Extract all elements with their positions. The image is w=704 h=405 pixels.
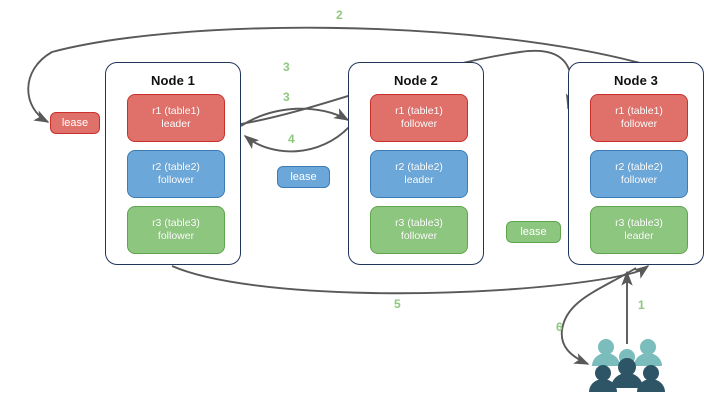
replica-name: r2 (table2)	[152, 161, 200, 173]
replica-role: follower	[400, 118, 438, 130]
replica-role: follower	[620, 174, 658, 186]
replica-name: r3 (table3)	[395, 217, 443, 229]
replica-name: r3 (table3)	[152, 217, 200, 229]
step-label-3b: 3	[283, 90, 290, 104]
replica-role: leader	[624, 230, 654, 242]
replica-role: leader	[404, 174, 434, 186]
replica-role: follower	[157, 230, 195, 242]
step-label-4: 4	[288, 132, 295, 146]
node-panel-node1[interactable]: Node 1 r1 (table1) leader r2 (table2) fo…	[105, 62, 241, 265]
replica-node2-r1[interactable]: r1 (table1) follower	[370, 94, 468, 142]
replica-name: r2 (table2)	[395, 161, 443, 173]
replica-node1-r2[interactable]: r2 (table2) follower	[127, 150, 225, 198]
edge-2-node3-to-lease-red	[27, 26, 641, 123]
replica-node2-r2[interactable]: r2 (table2) leader	[370, 150, 468, 198]
edge-3-node1-to-node2	[240, 107, 350, 127]
users-group-icon	[586, 336, 670, 392]
replica-node3-r3[interactable]: r3 (table3) leader	[590, 206, 688, 254]
node-panel-node2[interactable]: Node 2 r1 (table1) follower r2 (table2) …	[348, 62, 484, 265]
edge-5-node1-to-node3	[171, 265, 650, 295]
replica-role: follower	[400, 230, 438, 242]
replica-name: r3 (table3)	[615, 217, 663, 229]
edge-4-node2-to-node1	[243, 125, 351, 153]
replica-node1-r1[interactable]: r1 (table1) leader	[127, 94, 225, 142]
lease-badge-blue: lease	[277, 166, 330, 188]
lease-badge-red: lease	[50, 112, 100, 134]
step-label-6: 6	[556, 320, 563, 334]
node-title-node2: Node 2	[394, 73, 438, 88]
replica-role: leader	[161, 118, 191, 130]
node-panel-node3[interactable]: Node 3 r1 (table1) follower r2 (table2) …	[568, 62, 704, 265]
step-label-2: 2	[336, 8, 343, 22]
replica-name: r1 (table1)	[395, 105, 443, 117]
node-title-node1: Node 1	[151, 73, 195, 88]
lease-badge-green: lease	[506, 221, 561, 243]
node-title-node3: Node 3	[614, 73, 658, 88]
replica-node3-r2[interactable]: r2 (table2) follower	[590, 150, 688, 198]
step-label-1: 1	[638, 298, 645, 312]
replica-name: r2 (table2)	[615, 161, 663, 173]
edge-6-node3-to-users	[560, 267, 637, 365]
replica-role: follower	[620, 118, 658, 130]
step-label-5: 5	[394, 297, 401, 311]
replica-name: r1 (table1)	[152, 105, 200, 117]
replica-role: follower	[157, 174, 195, 186]
replica-name: r1 (table1)	[615, 105, 663, 117]
replica-node3-r1[interactable]: r1 (table1) follower	[590, 94, 688, 142]
replica-node1-r3[interactable]: r3 (table3) follower	[127, 206, 225, 254]
step-label-3a: 3	[283, 60, 290, 74]
replica-node2-r3[interactable]: r3 (table3) follower	[370, 206, 468, 254]
